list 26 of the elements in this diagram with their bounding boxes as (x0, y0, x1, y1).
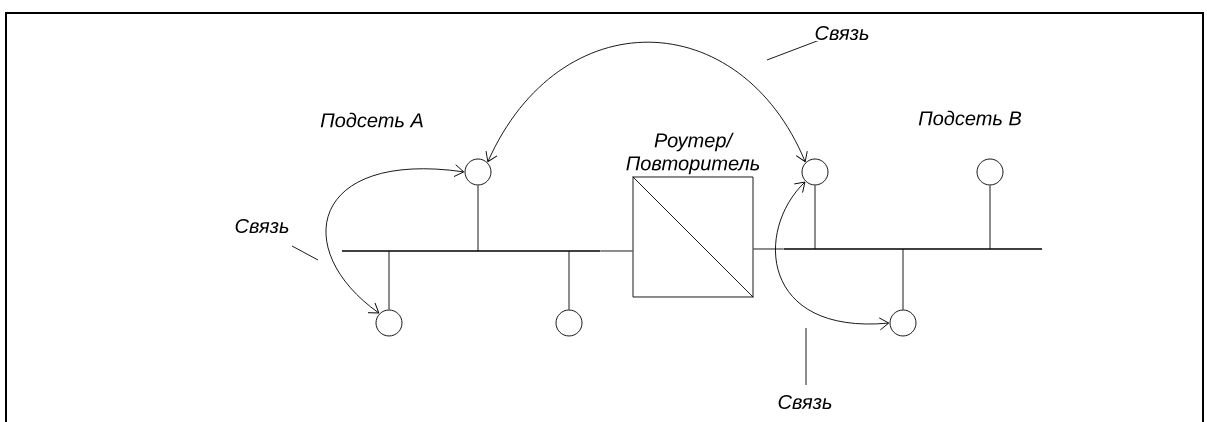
connection-arrow (325, 164, 465, 314)
station-circle (889, 309, 917, 337)
station-circle (464, 158, 492, 186)
connector-line (388, 250, 390, 310)
node-label: Роутер/ Повторитель (626, 132, 760, 175)
edge-label: Связь (776, 393, 834, 411)
station-circle (555, 309, 583, 337)
connection-arrow (775, 181, 890, 331)
edge-label: Связь (233, 217, 291, 235)
station-circle (375, 309, 403, 337)
bus-line (784, 248, 1042, 250)
connector-line (753, 248, 785, 250)
connector-line (814, 185, 816, 250)
station-circle (976, 158, 1004, 186)
station-circle (801, 158, 829, 186)
connector-line (599, 250, 633, 252)
subnet-label: Подсеть B (918, 110, 1022, 126)
bus-line (342, 250, 600, 252)
connector-line (568, 250, 570, 310)
edge-label: Связь (813, 24, 871, 42)
connector-line (989, 185, 991, 250)
connector-line (902, 248, 904, 310)
connector-line (477, 185, 479, 252)
router-box: Роутер/ Повторитель (626, 132, 760, 298)
connection-arrow (485, 41, 808, 163)
subnet-label: Подсеть A (320, 112, 423, 128)
